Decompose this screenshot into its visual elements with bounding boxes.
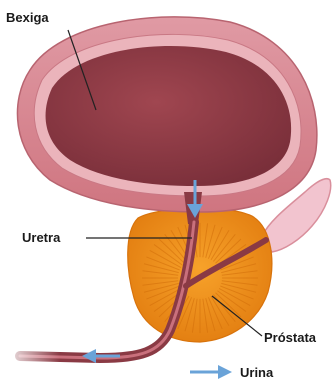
bladder-label: Bexiga bbox=[6, 10, 49, 25]
arrow-right-icon bbox=[190, 365, 232, 379]
bladder-interior bbox=[46, 46, 292, 186]
urethra-label: Uretra bbox=[22, 230, 61, 245]
prostate-label: Próstata bbox=[264, 330, 317, 345]
urine-label: Urina bbox=[240, 365, 274, 380]
